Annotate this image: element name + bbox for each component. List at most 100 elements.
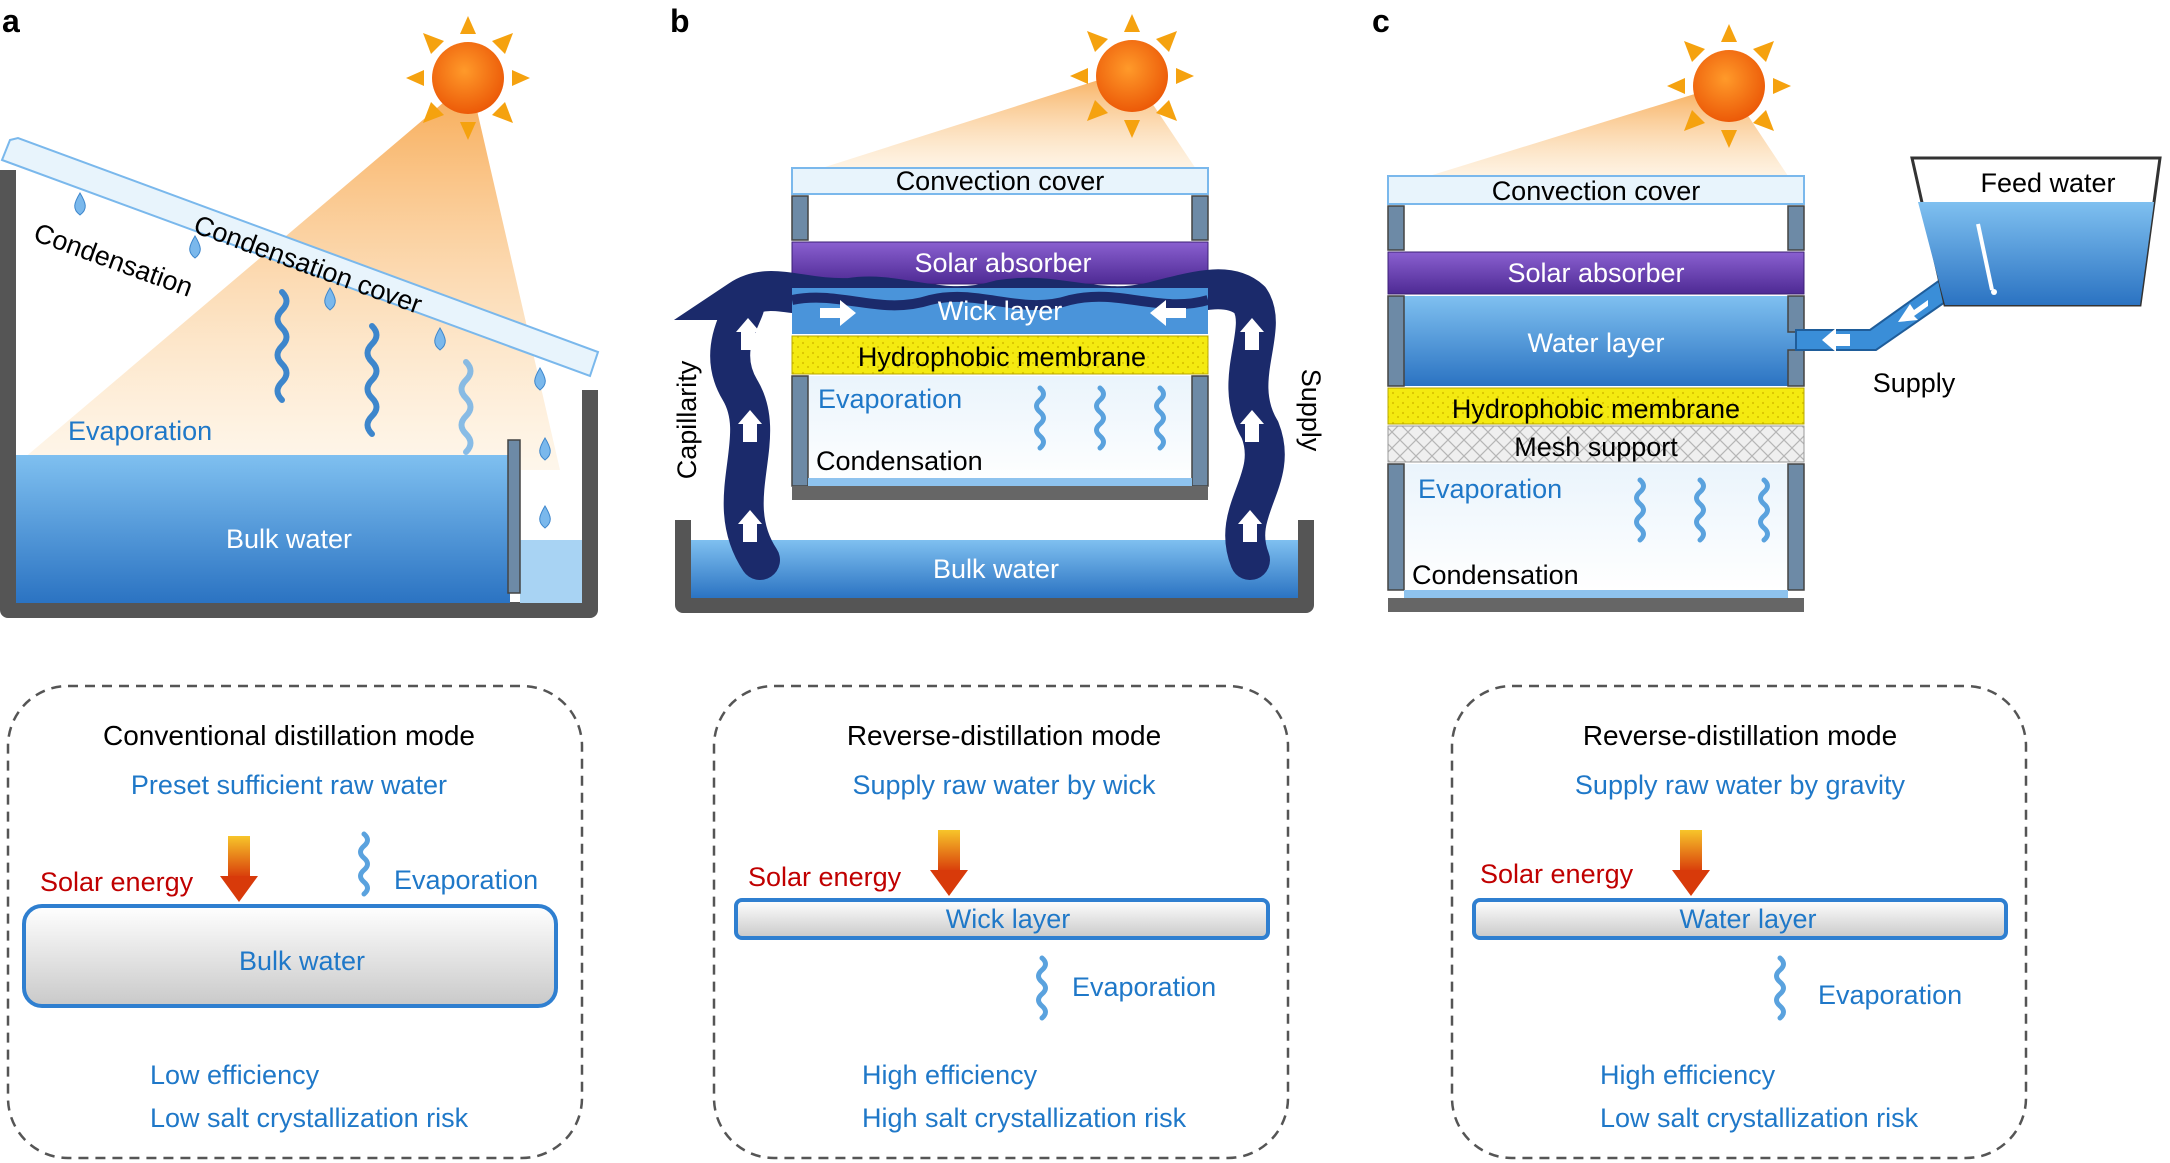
gloss-mark <box>1976 223 1994 291</box>
solar-absorber <box>1387 251 1805 295</box>
solar-energy-label: Solar energy <box>748 862 902 892</box>
condensate-film <box>808 478 1192 486</box>
water-layer <box>1388 296 1804 386</box>
sunlight-beam <box>10 80 560 470</box>
solar-absorber-label: Solar absorber <box>914 248 1091 278</box>
solar-arrow-icon <box>938 830 960 872</box>
convection-cover <box>791 167 1209 195</box>
solar-energy-label: Solar energy <box>1480 859 1634 889</box>
evaporation-icon <box>361 834 368 894</box>
risk-label: High salt crystallization risk <box>862 1103 1187 1133</box>
condensation-chamber <box>1404 464 1788 590</box>
mode-box-b: Reverse-distillation mode Supply raw wat… <box>712 684 1290 1160</box>
gloss-dot <box>1991 289 1997 295</box>
hydrophobic-membrane <box>791 335 1209 375</box>
mesh-support-label: Mesh support <box>1514 432 1678 462</box>
condensation-chamber <box>808 376 1192 486</box>
wick-edge <box>790 291 1210 311</box>
water-layer-wall <box>1387 295 1405 387</box>
supply-pipe <box>1795 278 1950 351</box>
cover-post <box>1387 205 1405 251</box>
mode-title: Conventional distillation mode <box>103 720 475 751</box>
evaporation-label: Evaporation <box>818 384 962 414</box>
evaporation-label: Evaporation <box>1072 972 1216 1002</box>
efficiency-label: High efficiency <box>1600 1060 1776 1090</box>
solar-energy-label: Solar energy <box>40 867 194 897</box>
solar-arrowhead <box>1672 870 1710 896</box>
convection-cover-label: Convection cover <box>896 166 1105 196</box>
chamber-base <box>1388 598 1804 612</box>
supply-label: Supply <box>1296 369 1326 452</box>
chamber-wall <box>1191 375 1209 487</box>
droplet <box>539 505 551 529</box>
mesh-support <box>1387 425 1805 463</box>
bulk-water-b <box>691 540 1298 598</box>
risk-label: Low salt crystallization risk <box>150 1103 469 1133</box>
hydrophobic-membrane-label: Hydrophobic membrane <box>1452 394 1740 424</box>
cover-post <box>1787 205 1805 251</box>
convection-cover <box>1387 175 1805 205</box>
solar-arrowhead <box>930 870 968 896</box>
basin-frame <box>0 170 598 618</box>
efficiency-label: Low efficiency <box>150 1060 320 1090</box>
left-arrow-icon <box>1822 328 1850 352</box>
water-layer-label: Water layer <box>1527 328 1664 358</box>
droplet <box>74 192 86 216</box>
bulk-water-box <box>22 904 558 1008</box>
solar-arrow-icon <box>1680 830 1702 872</box>
chamber-wall <box>791 375 809 487</box>
solar-absorber-label: Solar absorber <box>1507 258 1684 288</box>
layer-label: Bulk water <box>239 946 365 976</box>
feed-water <box>1918 202 2154 305</box>
panel-c: c Convection cov <box>1372 3 2162 612</box>
bulk-water-a <box>16 455 510 603</box>
panel-letter-c: c <box>1372 3 1390 39</box>
capillarity-label: Capillarity <box>672 360 702 479</box>
condensation-label: Condensation <box>30 217 197 302</box>
efficiency-label: High efficiency <box>862 1060 1038 1090</box>
condensation-label: Condensation <box>816 446 983 476</box>
collected-water <box>520 540 582 603</box>
wick-layer-label: Wick layer <box>938 296 1063 326</box>
evaporation-icon <box>1039 958 1046 1018</box>
evaporation-label: Evaporation <box>394 865 538 895</box>
panel-a: a Condensation Condensation cover Evapor… <box>0 3 600 618</box>
solar-arrow-icon <box>228 836 250 878</box>
evaporation-label: Evaporation <box>68 416 212 446</box>
chamber-base <box>792 486 1208 500</box>
evaporation-label: Evaporation <box>1418 474 1562 504</box>
mode-title: Reverse-distillation mode <box>1583 720 1897 751</box>
cover-post <box>791 195 809 241</box>
water-layer-box <box>1472 898 2008 940</box>
water-layer-wall <box>1787 295 1805 333</box>
panel-letter-a: a <box>2 3 20 39</box>
sunlight-beam <box>800 70 1200 175</box>
evaporation-icon <box>1777 958 1784 1018</box>
left-arrow-icon <box>1150 300 1186 326</box>
panel-b: b Convectio <box>670 3 1326 613</box>
evaporation-label: Evaporation <box>1818 980 1962 1010</box>
basin-frame <box>675 520 1314 613</box>
risk-label: Low salt crystallization risk <box>1600 1103 1919 1133</box>
chamber-wall <box>1787 463 1805 591</box>
mode-box-border <box>712 684 1290 1160</box>
mode-subtitle: Supply raw water by gravity <box>1575 770 1906 800</box>
hydrophobic-membrane-label: Hydrophobic membrane <box>858 342 1146 372</box>
condensation-label: Condensation <box>1412 560 1579 590</box>
convection-cover-label: Convection cover <box>1492 176 1701 206</box>
layer-label: Water layer <box>1679 904 1816 934</box>
panel-letter-b: b <box>670 3 690 39</box>
bulk-water-label: Bulk water <box>226 524 352 554</box>
condensate-film <box>1404 590 1788 598</box>
right-arrow-icon <box>820 300 856 326</box>
wick-layer-box <box>734 898 1270 940</box>
mode-subtitle: Supply raw water by wick <box>852 770 1156 800</box>
solar-arrowhead <box>220 876 258 902</box>
hydrophobic-membrane <box>1387 387 1805 425</box>
mode-box-border <box>6 684 584 1160</box>
mode-box-a: Conventional distillation mode Preset su… <box>6 684 584 1160</box>
layer-label: Wick layer <box>946 904 1071 934</box>
mode-box-c: Reverse-distillation mode Supply raw wat… <box>1450 684 2028 1160</box>
condensation-cover <box>0 136 600 378</box>
